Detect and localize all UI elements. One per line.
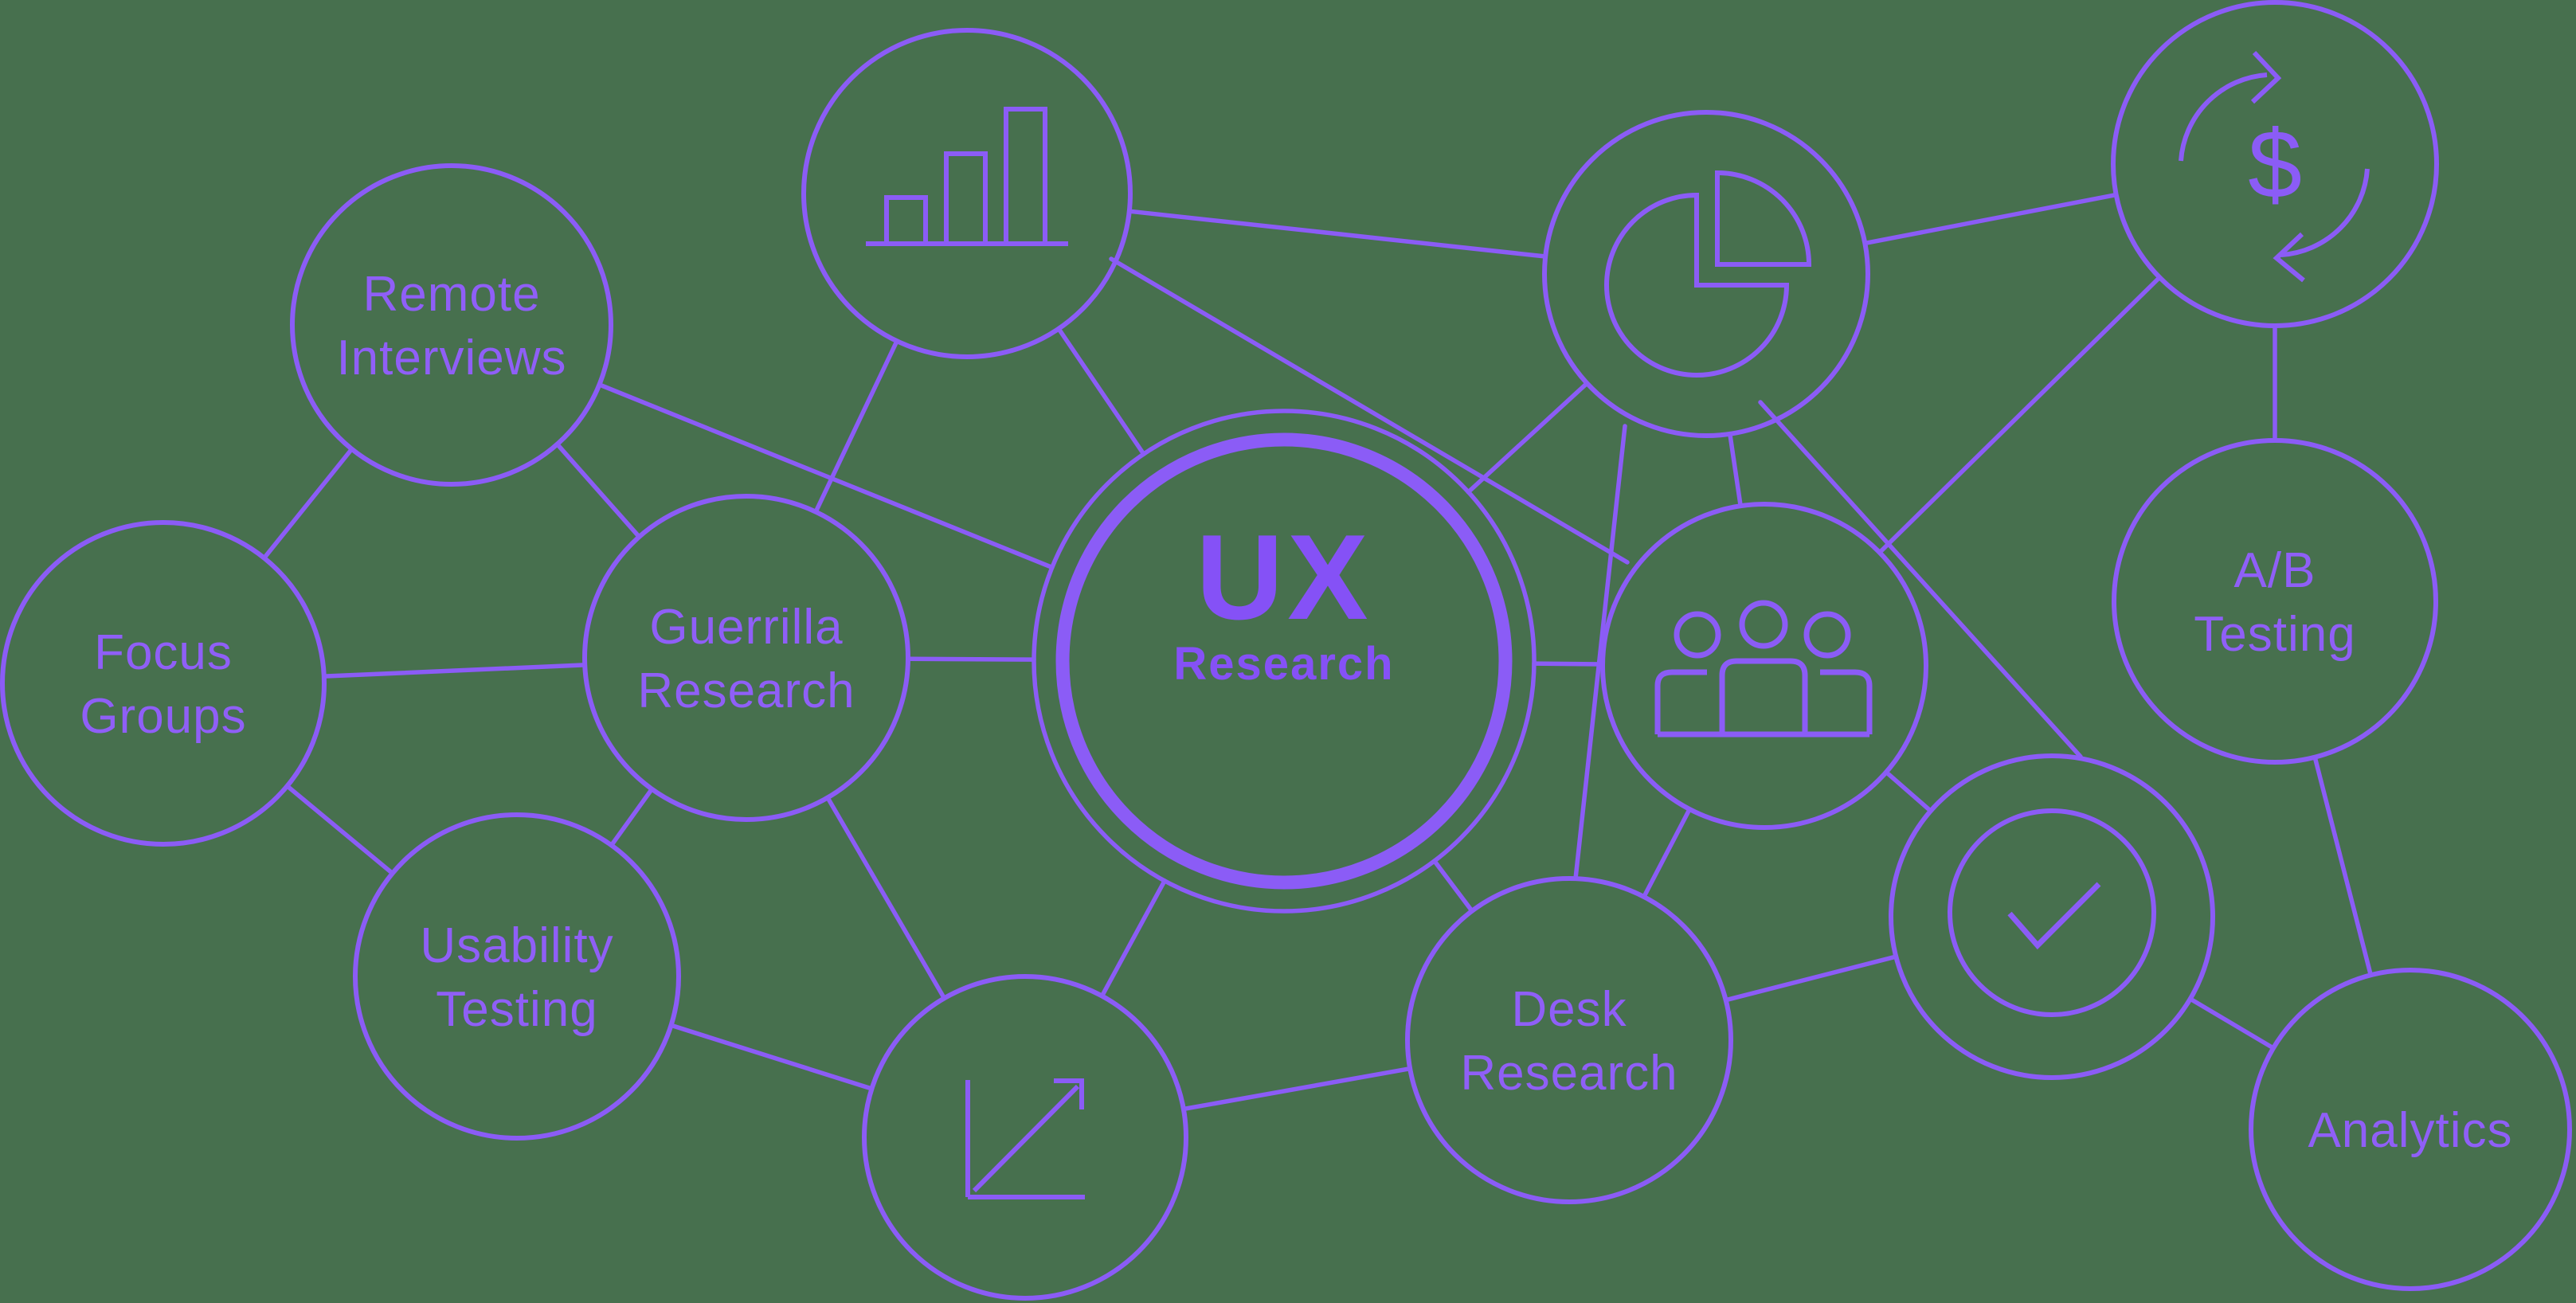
node-ab-circle bbox=[2112, 438, 2438, 765]
edge-usability-arrow bbox=[668, 1023, 875, 1091]
edge-arrow-center bbox=[1099, 878, 1167, 999]
edge-remote-guerrilla bbox=[554, 442, 642, 539]
node-checkmark-circle bbox=[1889, 753, 2215, 1080]
edge-pie-center bbox=[1466, 381, 1590, 495]
edge-people-desk bbox=[1642, 807, 1692, 899]
checkmark-icon bbox=[1948, 808, 2156, 1017]
edge-focus-usability bbox=[284, 784, 395, 876]
edge-checkmark-desk bbox=[1723, 954, 1899, 1003]
edge-pie-dollar bbox=[1862, 192, 2119, 246]
node-analytics-circle bbox=[2249, 968, 2572, 1291]
node-barchart-circle bbox=[801, 28, 1133, 359]
node-pie-circle bbox=[1542, 110, 1870, 438]
edge-checkmark-analytics bbox=[2187, 996, 2276, 1051]
node-desk-circle bbox=[1405, 876, 1733, 1204]
edge-focus-guerrilla bbox=[322, 663, 587, 679]
dollar-refresh-icon: $ bbox=[2179, 50, 2370, 283]
node-usability-circle bbox=[353, 812, 681, 1141]
node-remote-circle bbox=[290, 163, 613, 487]
pie-chart-icon bbox=[1604, 170, 1812, 378]
node-people-circle bbox=[1600, 502, 1928, 830]
edges-layer bbox=[261, 192, 2374, 1112]
edge-pie-checkmark bbox=[1758, 400, 2083, 759]
edge-desk-arrow bbox=[1181, 1066, 1412, 1112]
edge-dollar-people bbox=[1877, 275, 2162, 555]
edge-remote-center bbox=[597, 382, 1055, 570]
edge-guerrilla-arrow bbox=[825, 795, 947, 1001]
node-focus-circle bbox=[0, 520, 327, 847]
edge-pie-desk bbox=[1573, 424, 1627, 881]
node-dollar-circle bbox=[2111, 0, 2439, 328]
hub-title: UX bbox=[1196, 510, 1372, 645]
people-icon bbox=[1654, 600, 1873, 738]
edge-desk-center bbox=[1431, 859, 1474, 914]
edge-ab-analytics bbox=[2312, 754, 2374, 978]
node-arrow-circle bbox=[862, 974, 1188, 1301]
icons-layer: $ bbox=[866, 50, 2370, 1199]
node-analytics-label: Analytics bbox=[2308, 1103, 2512, 1158]
edge-focus-remote bbox=[261, 447, 354, 561]
edge-checkmark-people bbox=[1884, 769, 1933, 813]
edge-pie-people bbox=[1728, 432, 1743, 508]
dollar-glyph: $ bbox=[2248, 110, 2302, 218]
edge-guerrilla-usability bbox=[609, 786, 655, 848]
growth-arrow-icon bbox=[965, 1078, 1085, 1199]
edge-barchart-center bbox=[1056, 326, 1146, 456]
hub-outer-ring bbox=[1032, 409, 1537, 914]
hub-inner-ring bbox=[1055, 432, 1513, 890]
bar-chart-icon bbox=[866, 107, 1068, 246]
edge-barchart-people bbox=[1109, 256, 1630, 565]
edge-guerrilla-barchart bbox=[813, 338, 899, 515]
edge-people-center bbox=[1532, 661, 1605, 667]
node-guerrilla-circle bbox=[582, 494, 910, 822]
edge-barchart-pie bbox=[1127, 209, 1548, 259]
hub-subtitle: Research bbox=[1173, 638, 1394, 690]
